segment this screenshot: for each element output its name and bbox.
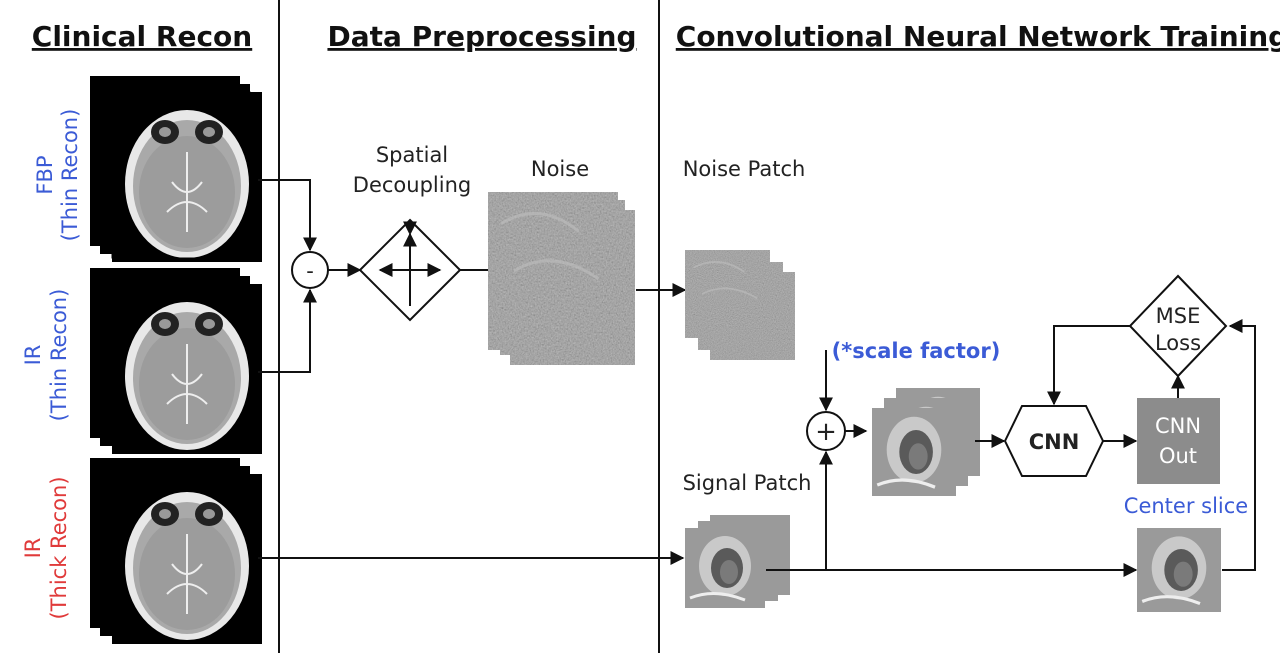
mse-label-2: Loss bbox=[1155, 331, 1201, 355]
spatial-label-1: Spatial bbox=[376, 143, 448, 167]
header-clinical-recon: Clinical Recon bbox=[32, 20, 252, 53]
mse-loss-node bbox=[1128, 274, 1228, 378]
center-slice-image bbox=[1135, 526, 1223, 614]
label-ir-thick-a: IR bbox=[21, 538, 45, 559]
cnn-out-label-2: Out bbox=[1159, 444, 1197, 468]
label-fbp-thin: (Thin Recon) bbox=[58, 109, 82, 242]
spatial-label-2: Decoupling bbox=[353, 173, 471, 197]
noise-label: Noise bbox=[531, 157, 589, 181]
brain-stack-fbp bbox=[89, 75, 263, 263]
label-ir-thin-a: IR bbox=[21, 345, 45, 366]
label-fbp: FBP bbox=[33, 155, 57, 194]
brain-stack-ir-thick bbox=[89, 457, 263, 645]
label-ir-thin-b: (Thin Recon) bbox=[47, 289, 71, 422]
scale-factor-label: (*scale factor) bbox=[832, 339, 1001, 363]
add-symbol: + bbox=[815, 417, 837, 447]
header-data-preprocessing: Data Preprocessing bbox=[327, 20, 636, 53]
subtract-symbol: - bbox=[306, 259, 314, 283]
label-ir-thick-b: (Thick Recon) bbox=[47, 476, 71, 619]
center-slice-label: Center slice bbox=[1124, 494, 1248, 518]
cnn-out-box bbox=[1137, 398, 1220, 484]
combined-patch-stack bbox=[870, 386, 982, 498]
signal-patch-stack bbox=[683, 513, 792, 610]
noise-stack bbox=[488, 192, 635, 365]
mse-label-1: MSE bbox=[1156, 304, 1201, 328]
cnn-out-label-1: CNN bbox=[1155, 414, 1201, 438]
noise-patch-stack bbox=[685, 250, 795, 360]
header-cnn-training: Convolutional Neural Network Training bbox=[676, 20, 1280, 53]
brain-stack-ir-thin bbox=[89, 267, 263, 455]
cnn-label: CNN bbox=[1029, 430, 1080, 454]
noise-patch-label: Noise Patch bbox=[683, 157, 806, 181]
signal-patch-label: Signal Patch bbox=[683, 471, 812, 495]
